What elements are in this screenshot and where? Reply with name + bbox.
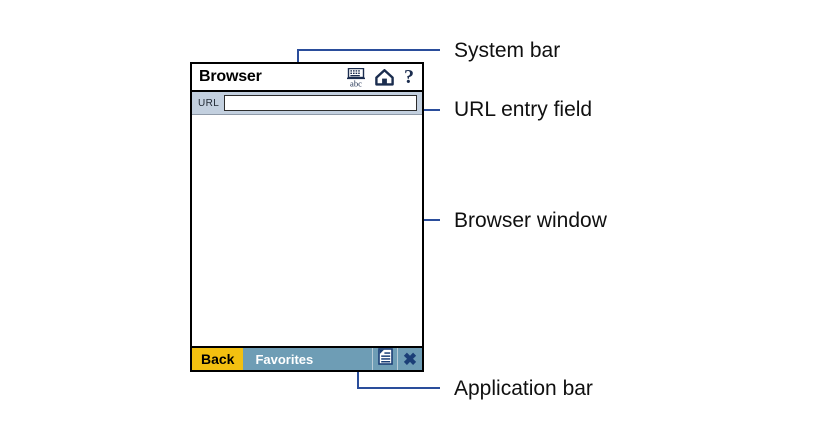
- system-bar: Browser: [192, 64, 422, 92]
- leader-line-system-bar-horizontal: [297, 49, 440, 51]
- menu-list-icon: [377, 348, 393, 370]
- callout-label-url-entry-field: URL entry field: [454, 98, 593, 121]
- application-bar: Back Favorites ✖: [192, 346, 422, 370]
- url-entry-row: URL: [192, 92, 422, 114]
- system-bar-icon-group: abc ?: [347, 66, 416, 88]
- callout-label-browser-window: Browser window: [454, 209, 607, 232]
- url-label: URL: [198, 97, 220, 109]
- input-method-abc-icon[interactable]: abc: [347, 67, 365, 88]
- callout-label-system-bar: System bar: [454, 39, 561, 62]
- callout-label-application-bar: Application bar: [454, 377, 593, 400]
- help-icon[interactable]: ?: [404, 66, 416, 88]
- close-x-icon: ✖: [402, 349, 418, 369]
- device-frame: Browser: [190, 62, 424, 372]
- browser-window[interactable]: [192, 114, 422, 346]
- back-button[interactable]: Back: [192, 348, 244, 370]
- close-button[interactable]: ✖: [397, 348, 422, 370]
- home-icon[interactable]: [375, 68, 394, 86]
- page-title: Browser: [199, 68, 262, 85]
- help-icon-glyph: ?: [404, 66, 414, 88]
- favorites-button[interactable]: Favorites: [255, 351, 314, 367]
- leader-line-application-bar-vertical: [357, 355, 359, 389]
- url-input[interactable]: [224, 95, 417, 111]
- leader-line-application-bar-horizontal: [357, 387, 440, 389]
- svg-text:abc: abc: [350, 78, 362, 87]
- menu-button[interactable]: [372, 348, 397, 370]
